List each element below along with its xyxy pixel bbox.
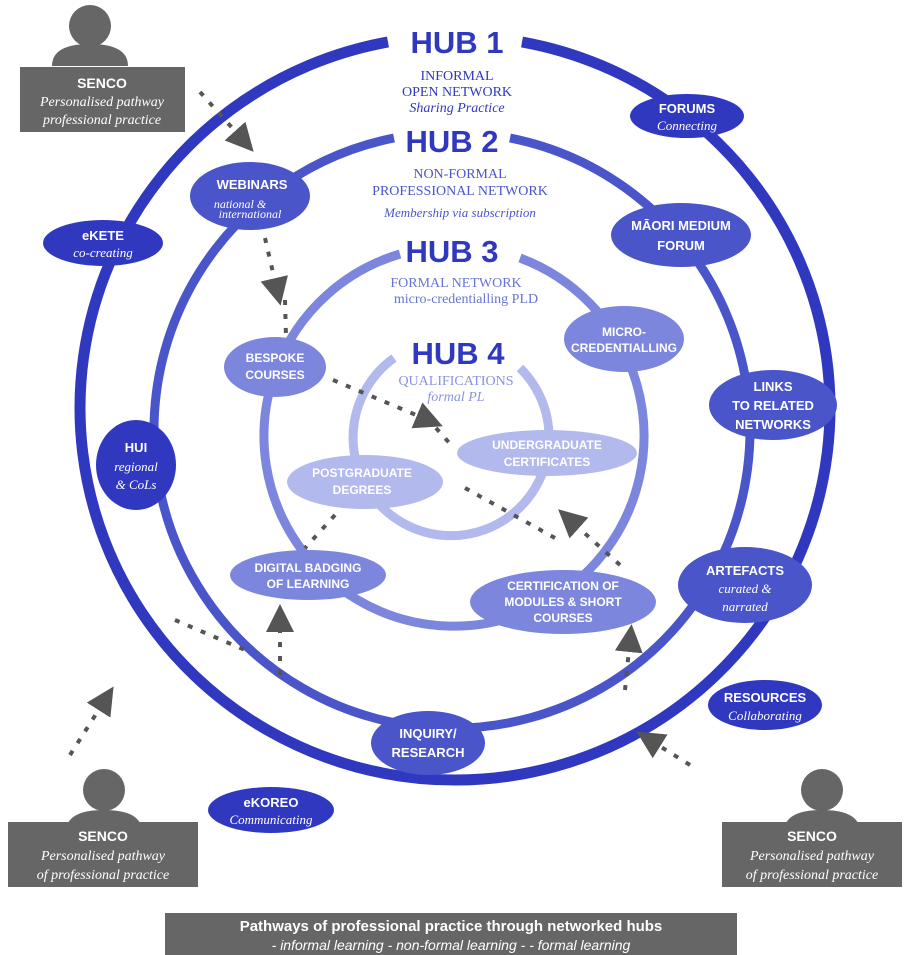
person-icon xyxy=(52,5,128,66)
node-certification: CERTIFICATION OF MODULES & SHORT COURSES xyxy=(470,570,656,634)
node-hui-title: HUI xyxy=(125,440,147,455)
hub4-title: HUB 4 xyxy=(411,336,505,371)
node-forums-title: FORUMS xyxy=(659,101,716,116)
senco-bottom-right-line1: Personalised pathway xyxy=(749,849,875,864)
node-cert-line2: MODULES & SHORT xyxy=(504,595,622,609)
node-bespoke-courses: BESPOKE COURSES xyxy=(224,337,326,397)
senco-bottom-right-line2: of professional practice xyxy=(746,868,878,883)
node-webinars-title: WEBINARS xyxy=(217,177,288,192)
hub2-line1: NON-FORMAL xyxy=(413,167,506,182)
node-webinars-sub1: national & xyxy=(214,197,267,211)
node-ekoreo-title: eKOREO xyxy=(244,795,299,810)
hub2-line3: Membership via subscription xyxy=(383,205,536,220)
node-hui-sub2: & CoLs xyxy=(116,477,157,492)
hub1-title: HUB 1 xyxy=(410,25,503,60)
node-links-line1: LINKS xyxy=(754,379,793,394)
caption: Pathways of professional practice throug… xyxy=(165,913,737,955)
senco-bottom-left-line2: of professional practice xyxy=(37,868,169,883)
hub2-title: HUB 2 xyxy=(405,124,498,159)
node-hui-sub1: regional xyxy=(114,459,158,474)
node-digital-line1: DIGITAL BADGING xyxy=(255,561,362,575)
pathway-arrow-senco-left xyxy=(68,686,114,757)
node-bespoke-line1: BESPOKE xyxy=(246,351,305,365)
node-postgraduate: POSTGRADUATE DEGREES xyxy=(287,455,443,509)
hub1-line2: OPEN NETWORK xyxy=(402,85,512,100)
pathway-arrow-cert-up xyxy=(558,509,622,567)
hub3-label: HUB 3 FORMAL NETWORK micro-credentiallin… xyxy=(390,234,538,307)
node-artefacts-sub1: curated & xyxy=(718,581,772,596)
pathway-arrow-webinars-bespoke xyxy=(260,237,288,306)
node-ekoreo-sub: Communicating xyxy=(229,812,313,827)
node-resources: RESOURCES Collaborating xyxy=(708,680,822,730)
senco-bottom-right: SENCO Personalised pathway of profession… xyxy=(722,769,902,887)
hub4-line2: formal PL xyxy=(427,390,484,405)
node-micro-credentialling: MICRO- CREDENTIALLING xyxy=(564,306,684,372)
senco-bottom-left: SENCO Personalised pathway of profession… xyxy=(8,769,198,887)
node-cert-line3: COURSES xyxy=(533,611,592,625)
node-ekete-sub: co-creating xyxy=(73,245,133,260)
node-inquiry-line1: INQUIRY/ xyxy=(399,726,457,741)
pathway-arrow-resources-inquiry xyxy=(636,731,692,767)
node-webinars-sub2: international xyxy=(219,207,282,221)
pathway-arrow-senco-top xyxy=(198,90,254,152)
node-postgrad-line2: DEGREES xyxy=(333,483,392,497)
senco-top-left: SENCO Personalised pathway professional … xyxy=(20,5,185,132)
hub1-line1: INFORMAL xyxy=(420,69,493,84)
node-resources-sub: Collaborating xyxy=(728,708,802,723)
node-bespoke-line2: COURSES xyxy=(245,368,304,382)
hub3-title: HUB 3 xyxy=(405,234,498,269)
node-maori-title: MĀORI MEDIUM xyxy=(631,218,731,233)
node-artefacts-sub2: narrated xyxy=(722,599,768,614)
node-links-line2: TO RELATED xyxy=(732,398,814,413)
node-digital-badging: DIGITAL BADGING OF LEARNING xyxy=(230,550,386,600)
node-maori-sub: FORUM xyxy=(657,238,705,253)
caption-subtitle: - informal learning - non-formal learnin… xyxy=(272,937,631,953)
node-undergrad-line1: UNDERGRADUATE xyxy=(492,438,602,452)
node-postgrad-line1: POSTGRADUATE xyxy=(312,466,412,480)
senco-top-left-title: SENCO xyxy=(77,75,127,91)
senco-top-left-line2: professional practice xyxy=(42,113,161,128)
node-digital-line2: OF LEARNING xyxy=(267,577,350,591)
node-undergrad-line2: CERTIFICATES xyxy=(504,455,590,469)
senco-top-left-line1: Personalised pathway xyxy=(39,95,165,110)
node-artefacts: ARTEFACTS curated & narrated xyxy=(678,547,812,623)
node-undergraduate: UNDERGRADUATE CERTIFICATES xyxy=(457,430,637,476)
hub2-label: HUB 2 NON-FORMAL PROFESSIONAL NETWORK Me… xyxy=(372,124,548,220)
node-ekoreo: eKOREO Communicating xyxy=(208,787,334,833)
pathway-arrows xyxy=(68,90,692,767)
pathway-arrow-bespoke-hub4 xyxy=(283,299,288,338)
pathway-arrow-postgrad-cert xyxy=(464,486,556,540)
node-ekete-title: eKETE xyxy=(82,228,124,243)
node-ekete: eKETE co-creating xyxy=(43,220,163,266)
senco-bottom-left-title: SENCO xyxy=(78,828,128,844)
node-links: LINKS TO RELATED NETWORKS xyxy=(709,370,837,440)
node-maori-forum: MĀORI MEDIUM FORUM xyxy=(611,203,751,267)
senco-bottom-right-title: SENCO xyxy=(787,828,837,844)
senco-bottom-left-line1: Personalised pathway xyxy=(40,849,166,864)
pathway-arrow-undergrad-down xyxy=(434,426,454,448)
node-inquiry-line2: RESEARCH xyxy=(392,745,465,760)
node-micro-line2: CREDENTIALLING xyxy=(571,341,677,355)
node-forums-sub: Connecting xyxy=(657,118,717,133)
hub1-line3: Sharing Practice xyxy=(409,101,504,116)
node-hui: HUI regional & CoLs xyxy=(96,420,176,510)
pathway-arrow-bespoke-undergrad xyxy=(332,378,443,429)
hub3-line1: FORMAL NETWORK xyxy=(390,276,521,291)
caption-title: Pathways of professional practice throug… xyxy=(240,918,663,935)
hub2-line2: PROFESSIONAL NETWORK xyxy=(372,184,548,199)
node-links-line3: NETWORKS xyxy=(735,417,811,432)
node-inquiry: INQUIRY/ RESEARCH xyxy=(371,711,485,775)
node-webinars: WEBINARS national & international xyxy=(190,162,310,230)
hub4-line1: QUALIFICATIONS xyxy=(398,374,513,389)
node-artefacts-title: ARTEFACTS xyxy=(706,563,784,578)
hub3-line2: micro-credentialling PLD xyxy=(394,292,538,307)
hub4-label: HUB 4 QUALIFICATIONS formal PL xyxy=(398,336,513,405)
hub1-label: HUB 1 INFORMAL OPEN NETWORK Sharing Prac… xyxy=(402,25,512,116)
node-resources-title: RESOURCES xyxy=(724,690,807,705)
node-cert-line1: CERTIFICATION OF xyxy=(507,579,619,593)
node-forums: FORUMS Connecting xyxy=(630,94,744,138)
pathway-arrow-digital-postgrad xyxy=(303,513,337,550)
node-micro-line1: MICRO- xyxy=(602,325,646,339)
